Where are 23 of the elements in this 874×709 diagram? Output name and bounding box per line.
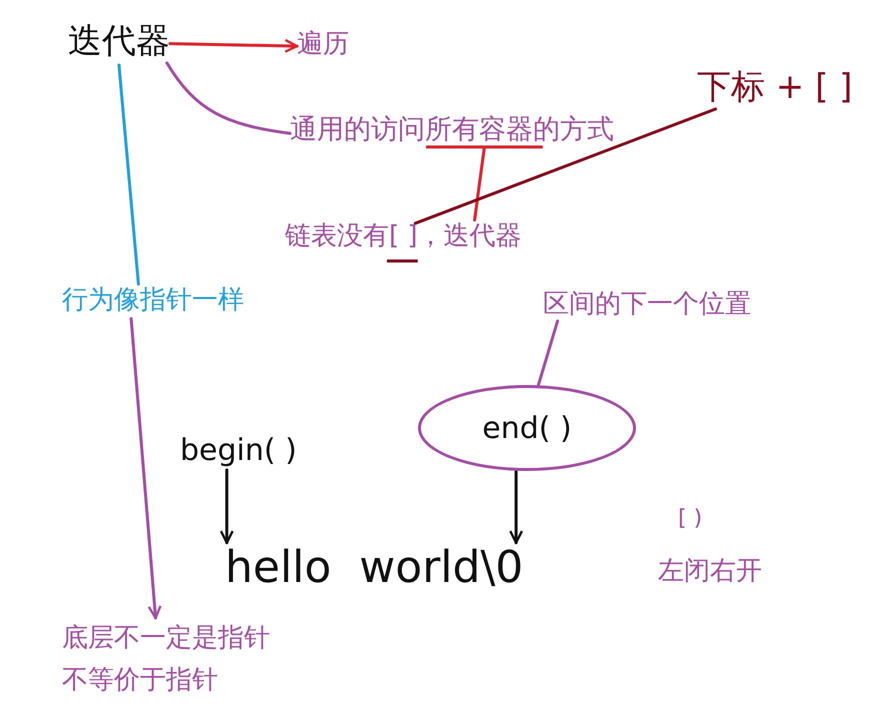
note-text: 区间的下一个位置 (543, 288, 751, 320)
note-text: 通用的访问所有容器的方式 (290, 113, 614, 147)
arrow (130, 317, 162, 620)
connector-line (473, 146, 486, 222)
note-text: hello world\0 (225, 540, 524, 595)
connector-line (118, 64, 140, 286)
arrow (220, 468, 234, 544)
note-text: begin( ) (180, 432, 297, 470)
arrow (509, 470, 524, 544)
arrow (168, 38, 298, 53)
note-text: 底层不一定是指针 (62, 622, 270, 655)
ellipse-node (418, 385, 636, 471)
connector-line (165, 62, 292, 135)
note-text: 遍历 (297, 28, 349, 60)
note-text: 左闭右开 (658, 555, 762, 588)
note-text: 不等价于指针 (62, 664, 219, 697)
note-text: 链表没有[ ]，迭代器 (285, 220, 522, 252)
note-text: [ ) (678, 506, 702, 531)
note-text: 下标 + [ ] (697, 66, 852, 108)
connector-line (414, 108, 718, 225)
node-text: end( ) (482, 410, 572, 446)
note-text: 行为像指针一样 (62, 284, 244, 316)
note-text: 迭代器 (68, 20, 170, 62)
